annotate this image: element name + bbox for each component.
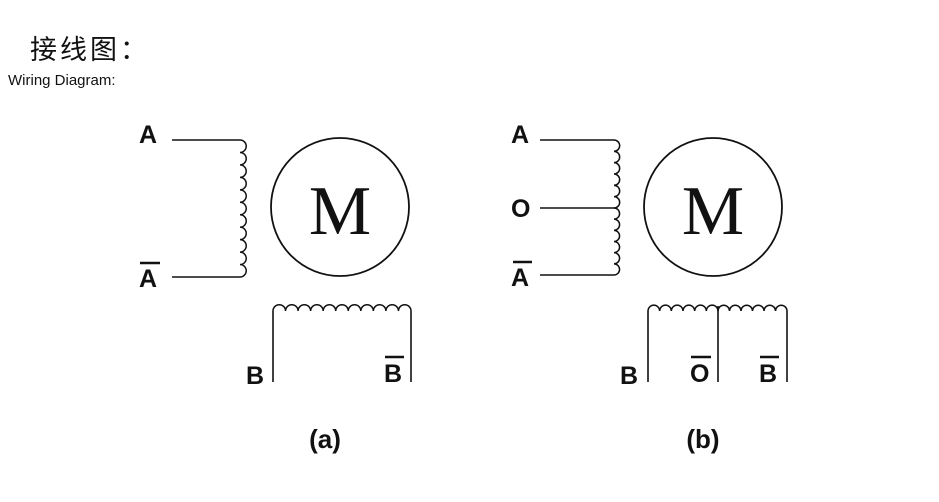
- caption-a: (a): [309, 424, 341, 454]
- coil-a-lower-half: [613, 207, 621, 276]
- motor-label-b: M: [682, 173, 744, 250]
- page-title-chinese: 接线图：: [30, 35, 150, 66]
- terminal-o-center: O: [690, 360, 709, 388]
- coil-a-vertical: [239, 139, 247, 278]
- caption-b: (b): [686, 424, 719, 454]
- terminal-b-left: B: [246, 362, 264, 390]
- terminal-b-right: B: [759, 360, 777, 388]
- terminal-a-top: A: [139, 121, 157, 149]
- terminal-o-mid: O: [511, 195, 530, 223]
- coil-b-right-half: [717, 304, 788, 312]
- coil-a-upper-half: [613, 139, 621, 209]
- motor-label-a: M: [309, 173, 371, 250]
- coil-b-horizontal: [272, 303, 412, 312]
- terminal-a-bottom: A: [139, 265, 157, 293]
- diagram-a: A A M B B (a): [139, 121, 412, 454]
- page-title-english: Wiring Diagram:: [8, 72, 116, 89]
- terminal-b-left: B: [620, 362, 638, 390]
- terminal-a-bottom: A: [511, 264, 529, 292]
- motor-circle-a: [270, 137, 410, 277]
- terminal-a-top: A: [511, 121, 529, 149]
- coil-b-left-half: [647, 304, 719, 312]
- diagram-b: A O A M B O B (b): [511, 121, 788, 454]
- motor-circle-b: [643, 137, 783, 277]
- terminal-b-right: B: [384, 360, 402, 388]
